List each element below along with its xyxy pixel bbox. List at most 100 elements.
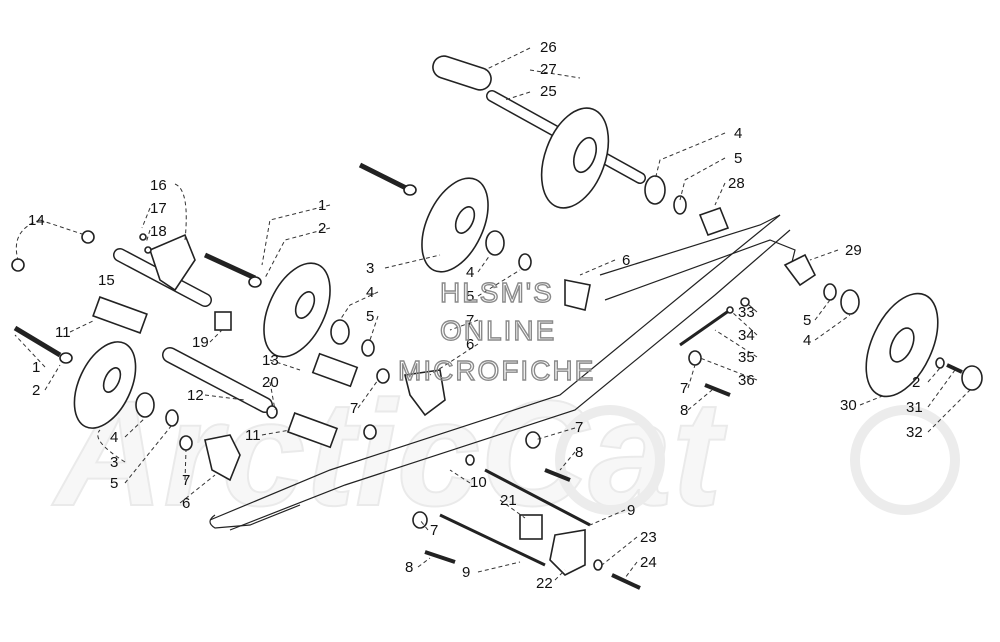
bolt-31 [946, 363, 963, 374]
callout-6: 6 [182, 495, 190, 512]
callout-29: 29 [845, 242, 862, 259]
brand-wheel-1 [555, 405, 665, 515]
callout-26: 26 [540, 39, 557, 56]
cap-32 [961, 365, 983, 391]
ring-5-left [165, 409, 179, 427]
callout-8: 8 [680, 402, 688, 419]
axle-spacer [432, 55, 492, 91]
slide-rails [209, 214, 796, 531]
washer-33 [740, 297, 750, 307]
lower-shafts [92, 296, 359, 449]
bolt-left [13, 325, 62, 358]
callout-16: 16 [150, 177, 167, 194]
callout-2: 2 [318, 220, 326, 237]
brand-watermark: ArcticCat [50, 368, 960, 538]
callout-31: 31 [906, 399, 923, 416]
callout-2: 2 [32, 382, 40, 399]
nut-14 [11, 258, 25, 272]
callout-14: 14 [28, 212, 45, 229]
bearing-4-upper [485, 230, 505, 256]
callout-7: 7 [350, 400, 358, 417]
callout-32: 32 [906, 424, 923, 441]
tube-13 [311, 352, 359, 388]
leader-lines [14, 47, 971, 581]
upper-mid-wheel [358, 162, 532, 273]
callout-28: 28 [728, 175, 745, 192]
nut-36 [688, 350, 702, 366]
callout-6: 6 [466, 336, 474, 353]
callout-11: 11 [245, 427, 261, 444]
callout-3: 3 [366, 260, 374, 277]
callout-33: 33 [738, 304, 755, 321]
pin-17 [139, 233, 147, 241]
bolt-8-lower [424, 550, 456, 564]
bolt-24 [611, 573, 641, 590]
callout-34: 34 [738, 327, 755, 344]
cap-28 [698, 206, 730, 237]
callout-18: 18 [150, 223, 167, 240]
arm-mounts [179, 279, 591, 482]
callout-10: 10 [470, 474, 487, 491]
callout-15: 15 [98, 272, 115, 289]
callout-5: 5 [466, 288, 474, 305]
bushing-19 [214, 311, 232, 331]
brand-watermark-text: ArcticCat [51, 369, 728, 537]
callout-4: 4 [803, 332, 811, 349]
clip-18 [144, 246, 152, 254]
block-22 [549, 529, 586, 576]
washer-20 [266, 405, 278, 419]
bottom-hardware [412, 431, 641, 590]
bearing-4-top [644, 175, 666, 205]
site-watermark: HLSM'S ONLINE MICROFICHE [397, 276, 595, 386]
callout-23: 23 [640, 529, 657, 546]
callout-20: 20 [262, 374, 279, 391]
watermark-line-3: MICROFICHE [398, 355, 595, 386]
callout-7: 7 [575, 419, 583, 436]
callout-1: 1 [318, 197, 326, 214]
bolt-8-mid [544, 468, 571, 482]
callout-17: 17 [150, 200, 167, 217]
callout-6: 6 [622, 252, 630, 269]
nut-34 [726, 306, 734, 314]
rod-35 [679, 308, 731, 347]
tube-11-right [286, 412, 339, 449]
bearing-4-left [135, 392, 155, 418]
brand-wheel-2 [850, 405, 960, 515]
callout-25: 25 [540, 83, 557, 100]
washer-2-right [935, 357, 945, 369]
callout-7: 7 [430, 522, 438, 539]
callout-1: 1 [32, 359, 40, 376]
callout-21: 21 [500, 492, 517, 509]
callout-5: 5 [110, 475, 118, 492]
cap-29 [783, 253, 817, 287]
callout-5: 5 [803, 312, 811, 329]
watermark-line-1: HLSM'S [440, 277, 554, 308]
callout-3: 3 [110, 454, 118, 471]
callout-4: 4 [466, 264, 474, 281]
callout-5: 5 [366, 308, 374, 325]
callout-27: 27 [540, 61, 557, 78]
ring-5-right [823, 283, 837, 301]
bearing-4-middle [330, 319, 350, 345]
bushing-21 [519, 514, 543, 540]
rear-axle-assembly [432, 55, 730, 237]
washer-23 [593, 559, 603, 571]
rod-9-lower [439, 513, 546, 567]
spacer-10 [465, 454, 475, 466]
bolt-upper [358, 162, 412, 193]
ring-5-middle [361, 339, 375, 357]
arm-16 [149, 233, 196, 292]
bearing-4-right [840, 289, 860, 315]
callout-11: 11 [55, 324, 71, 341]
callout-36: 36 [738, 372, 755, 389]
middle-wheel [203, 252, 375, 358]
mount-6-lower-left [204, 434, 241, 482]
rod-9-upper [484, 468, 591, 527]
mount-6-mid [404, 369, 446, 417]
callout-22: 22 [536, 575, 553, 592]
callout-7: 7 [182, 472, 190, 489]
callout-4: 4 [110, 429, 118, 446]
callout-5: 5 [734, 150, 742, 167]
callout-24: 24 [640, 554, 657, 571]
